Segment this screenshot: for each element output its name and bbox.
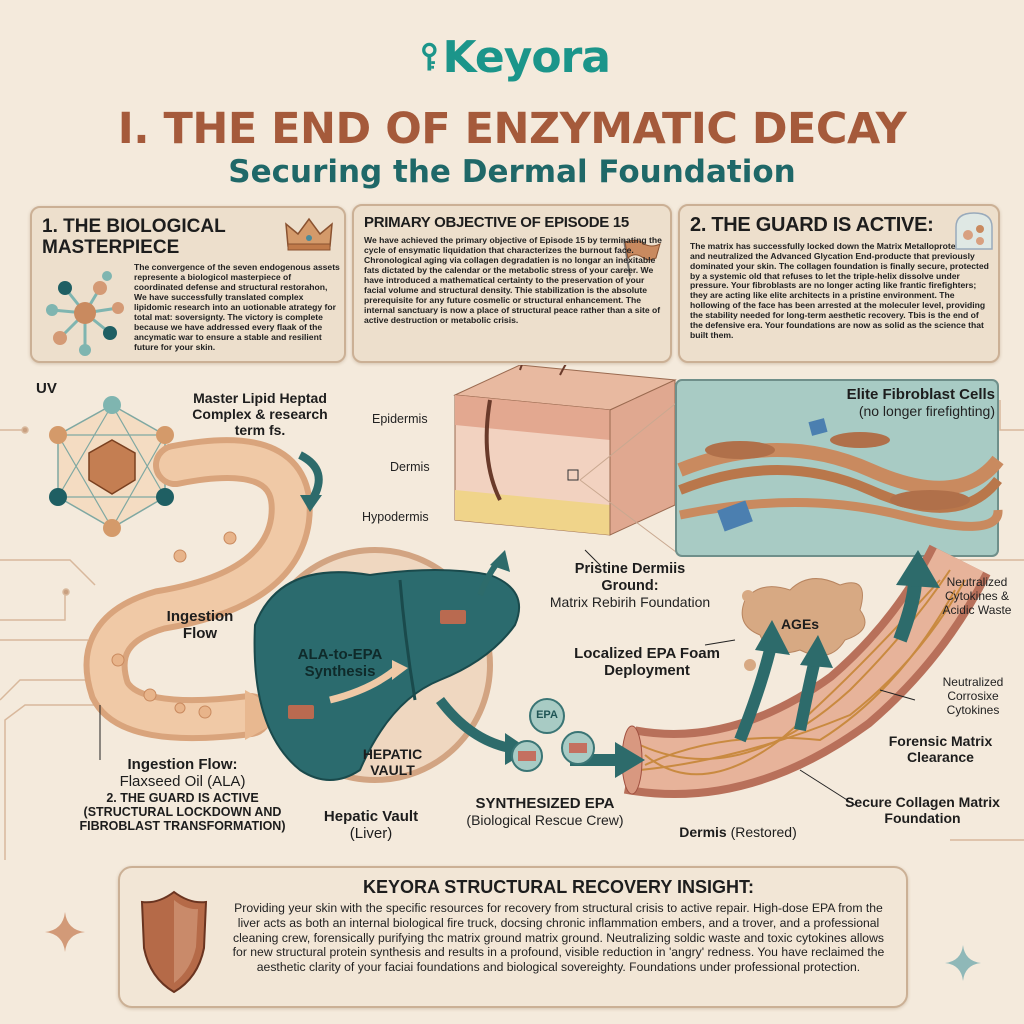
panel-body: We have achieved the primary objective o… xyxy=(364,235,662,325)
synthesized-epa-label: SYNTHESIZED EPA xyxy=(475,795,615,812)
fire-truck-icon xyxy=(440,610,466,624)
panel-guard-active: 2. THE GUARD IS ACTIVE: The matrix has s… xyxy=(678,204,1000,363)
page-subtitle: Securing the Dermal Foundation xyxy=(228,154,796,190)
keyora-logo: Keyora xyxy=(420,22,611,92)
forensic-clearance-label: Forensic Matrix Clearance xyxy=(888,733,993,766)
ingestion-flow-source: Flaxseed Oil (ALA) xyxy=(119,773,246,791)
rescue-crew-label: (Biological Rescue Crew) xyxy=(466,812,624,829)
shield-icon xyxy=(140,890,208,994)
fibroblast-group: Elite Fibroblast Cells (no longer firefi… xyxy=(790,386,995,419)
ingestion-flow-title: Ingestion Flow: xyxy=(127,756,238,773)
dermis-restored-label: Dermis xyxy=(679,824,727,840)
dermis-label: Dermis xyxy=(390,460,430,474)
insight-body: Providing yeur skin with the specific re… xyxy=(232,901,885,974)
down-arrow-icon xyxy=(300,495,322,512)
fibroblast-panel xyxy=(675,379,1004,557)
guard-active-caption: 2. THE GUARD IS ACTIVE (STRUCTURAL LOCKD… xyxy=(79,790,286,834)
sparkle-icon xyxy=(945,945,981,981)
panel-biological-masterpiece: 1. THE BIOLOGICAL MASTERPIECE The conver… xyxy=(30,206,346,363)
collagen-fibers xyxy=(639,569,966,776)
hepatic-vault-label: Hepatic Vault xyxy=(323,808,419,825)
molecule-icon xyxy=(46,271,124,356)
synthesized-epa-group: SYNTHESIZED EPA (Biological Rescue Crew) xyxy=(440,795,650,828)
skin-cross-section xyxy=(453,365,677,536)
panel-body: The convergence of the seven endogenous … xyxy=(134,262,340,352)
lipid-complex-icosahedron xyxy=(49,396,174,537)
neutralized-corrosive-label: Neutralized Corrosixe Cytokines xyxy=(942,675,1004,717)
page-title: I. THE END OF ENZYMATIC DECAY xyxy=(117,104,907,154)
synthesis-label: ALA-to-EPA Synthesis xyxy=(297,646,383,681)
ingestion-flow-group: Ingestion Flow: Flaxseed Oil (ALA) 2. TH… xyxy=(55,756,310,834)
liver-label: (Liver) xyxy=(349,825,393,843)
recovery-pathway-diagram xyxy=(0,365,1024,860)
ages-label: AGEs xyxy=(780,616,820,632)
flag-icon xyxy=(623,239,661,277)
uv-label: UV xyxy=(36,380,57,397)
hypodermis-label: Hypodermis xyxy=(362,510,429,524)
lipid-complex-label: Master Lipid Heptad Complex & research t… xyxy=(192,390,328,439)
neutralized-cytokines-acidic-label: Neutralized Cytokines & Acidic Waste xyxy=(942,575,1012,617)
fire-truck-icon xyxy=(288,705,314,719)
panel-primary-objective: PRIMARY OBJECTIVE OF EPISODE 15 We have … xyxy=(352,204,672,363)
secure-collagen-label: Secure Collagen Matrix Foundation xyxy=(845,794,1000,827)
epidermis-label: Epidermis xyxy=(372,412,428,426)
insight-box: KEYORA STRUCTURAL RECOVERY INSIGHT: Prov… xyxy=(118,866,908,1008)
fibroblast-sub: (no longer firefighting) xyxy=(858,403,995,420)
panel-heading: 2. THE GUARD IS ACTIVE: xyxy=(690,214,934,236)
blueprint-icon xyxy=(717,500,753,532)
sparkle-icon xyxy=(45,912,85,952)
bell-jar-icon xyxy=(955,212,993,250)
key-icon xyxy=(422,42,437,71)
pristine-dermis-label: Pristine Dermiis Ground: xyxy=(574,561,686,594)
logo-text: Keyora xyxy=(442,31,611,83)
epa-badge: EPA xyxy=(536,709,558,721)
hepatic-vault-group: Hepatic Vault (Liver) xyxy=(312,808,430,843)
panel-heading: PRIMARY OBJECTIVE OF EPISODE 15 xyxy=(364,214,629,231)
hepatic-vault-inner-label: HEPATIC VAULT xyxy=(362,746,423,779)
insight-heading: KEYORA STRUCTURAL RECOVERY INSIGHT: xyxy=(362,877,755,897)
panel-body: The matrix has successfully locked down … xyxy=(690,240,989,341)
fibroblast-label: Elite Fibroblast Cells xyxy=(846,386,995,403)
dermis-restored-sub: (Restored) xyxy=(730,824,797,840)
crown-icon xyxy=(285,217,333,251)
pristine-dermis-sub: Matrix Rebirih Foundation xyxy=(549,594,711,611)
ingestion-flow-label: Ingestion Flow xyxy=(166,608,234,643)
pristine-dermis-group: Pristine Dermiis Ground: Matrix Rebirih … xyxy=(530,561,730,610)
panel-heading: 1. THE BIOLOGICAL MASTERPIECE xyxy=(42,216,226,258)
epa-foam-label: Localized EPA Foam Deployment xyxy=(574,645,720,680)
